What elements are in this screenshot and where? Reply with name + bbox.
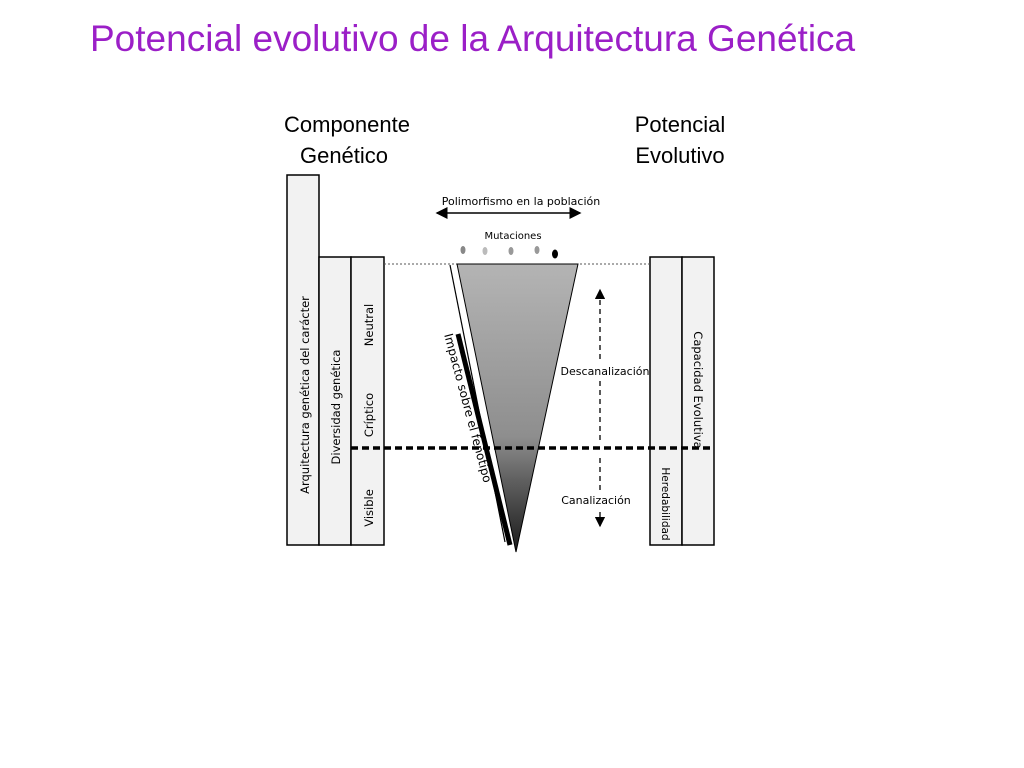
phenotype-cone <box>456 263 579 553</box>
decanalization-label: Descanalización <box>561 365 650 378</box>
left-header-line2: Genético <box>300 143 388 168</box>
visible-label: Visible <box>362 489 376 527</box>
mutation-dot-5 <box>552 249 558 259</box>
architecture-label: Arquitectura genética del carácter <box>298 296 312 494</box>
mutation-dot-1 <box>460 246 466 254</box>
impact-thick-line <box>455 333 513 546</box>
mutation-dot-4 <box>534 246 540 254</box>
architecture-bar <box>286 174 320 546</box>
heritability-label: Heredabilidad <box>659 467 671 540</box>
polymorphism-label: Polimorfismo en la población <box>442 195 601 208</box>
evolutive-capacity-bar <box>681 256 715 546</box>
evolutive-capacity-label: Capacidad Evolutiva <box>691 331 705 448</box>
right-header-line1: Potencial <box>635 112 726 137</box>
right-header-line2: Evolutivo <box>635 143 724 168</box>
diversity-bar <box>318 256 352 546</box>
slide-title: Potencial evolutivo de la Arquitectura G… <box>90 18 856 59</box>
mutation-dot-3 <box>508 247 514 255</box>
mutations-label: Mutaciones <box>484 231 541 242</box>
diversity-label: Diversidad genética <box>329 350 343 465</box>
neutral-label: Neutral <box>362 304 376 346</box>
left-header-line1: Componente <box>284 112 410 137</box>
variant-type-bar <box>350 256 385 546</box>
mutation-dot-2 <box>482 247 488 255</box>
heritability-bar <box>649 256 683 546</box>
cryptic-label: Críptico <box>362 393 376 437</box>
canalization-label: Canalización <box>561 494 631 507</box>
